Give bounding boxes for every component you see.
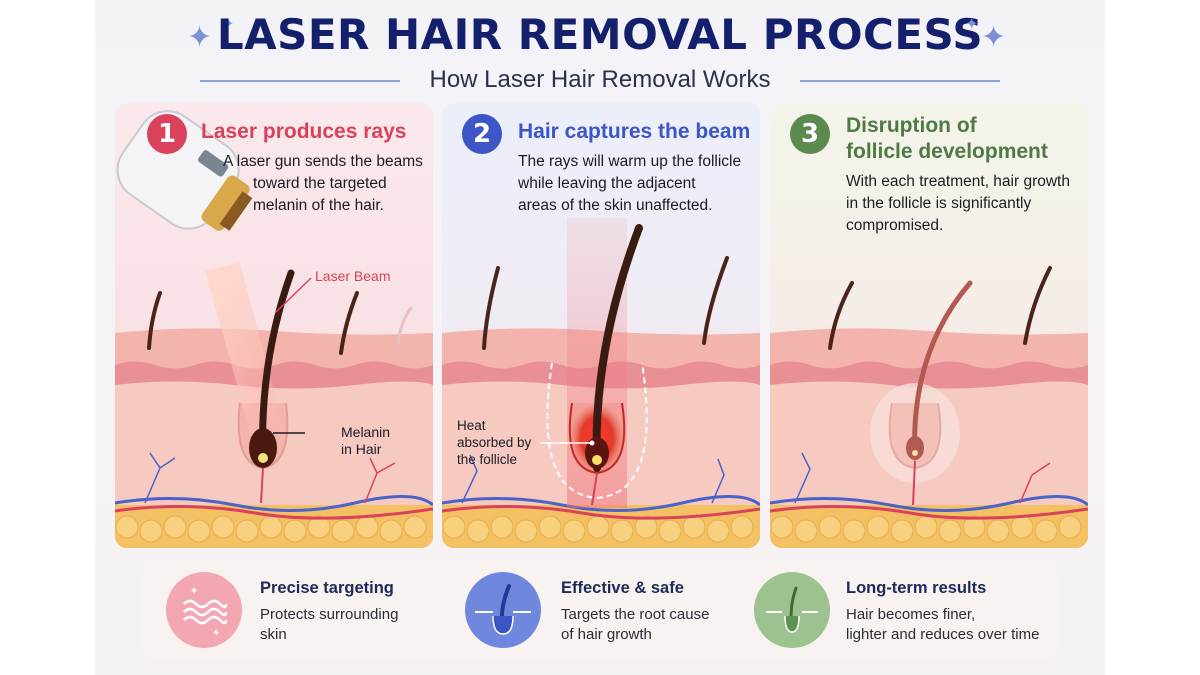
feature-1-description: Protects surrounding skin: [260, 605, 470, 645]
svg-text:✦: ✦: [190, 586, 198, 597]
step-1-title: Laser produces rays: [201, 120, 407, 143]
step-3-title: Disruption of follicle development: [846, 113, 1048, 165]
svg-text:✦: ✦: [212, 628, 220, 639]
step-3-description-line-1: With each treatment, hair growth: [846, 173, 1070, 190]
step-3-title-line-1: Disruption of: [846, 114, 977, 137]
step-1-description: A laser gun sends the beams toward the t…: [223, 151, 423, 217]
step-1-illustration: Laser Beam Melanin in Hair: [115, 110, 433, 548]
feature-3-description-line-1: Hair becomes finer,: [846, 606, 976, 623]
melanin-label-line-1: Melanin: [341, 424, 390, 440]
page-title: LASER HAIR REMOVAL PROCESS: [216, 10, 984, 59]
page-subtitle: How Laser Hair Removal Works: [429, 66, 771, 93]
feature-3-title: Long-term results: [846, 579, 987, 597]
step-panel-1: Laser Beam Melanin in Hair 1 Laser produ…: [115, 103, 433, 548]
step-3-description: With each treatment, hair growth in the …: [846, 171, 1070, 237]
subtitle-divider-right: [800, 80, 1000, 82]
thin-hair-icon: [754, 572, 830, 648]
heat-label-line-3: the follicle: [457, 452, 517, 467]
step-3-illustration: [770, 266, 1088, 548]
sparkle-left-large-icon: ✦: [187, 21, 213, 54]
heat-label-line-1: Heat: [457, 418, 486, 433]
waves-sparkle-icon: ✦ ✦: [166, 572, 242, 648]
sparkle-right-small-icon: ✦: [965, 16, 979, 33]
step-2-title: Hair captures the beam: [518, 120, 751, 143]
step-1-description-line-3: melanin of the hair.: [253, 197, 384, 214]
feature-1-title: Precise targeting: [260, 579, 394, 597]
feature-1-description-line-2: skin: [260, 626, 287, 643]
step-1-badge: 1: [147, 114, 187, 154]
melanin-label-line-2: in Hair: [341, 441, 382, 457]
subtitle-row: How Laser Hair Removal Works: [95, 64, 1105, 96]
step-2-description-line-3: areas of the skin unaffected.: [518, 197, 713, 214]
step-panel-2: Heat absorbed by the follicle 2 Hair cap…: [442, 103, 760, 548]
feature-2-description-line-1: Targets the root cause: [561, 606, 710, 623]
infographic-page: ✦ ✦ LASER HAIR REMOVAL PROCESS ✦ ✦ How L…: [95, 0, 1105, 675]
feature-3-description-line-2: lighter and reduces over time: [846, 626, 1040, 643]
subtitle-divider-left: [200, 80, 400, 82]
hair-root-icon: [465, 572, 541, 648]
step-2-description: The rays will warm up the follicle while…: [518, 151, 741, 217]
step-2-illustration: Heat absorbed by the follicle: [442, 218, 760, 548]
sparkle-right-large-icon: ✦: [981, 21, 1007, 54]
sparkle-left-small-icon: ✦: [221, 16, 235, 33]
heat-label-line-2: absorbed by: [457, 435, 532, 450]
features-bar: ✦ ✦ Precise targeting Protects surroundi…: [140, 560, 1060, 660]
feature-2-description: Targets the root cause of hair growth: [561, 605, 771, 645]
feature-2-title: Effective & safe: [561, 579, 684, 597]
step-panel-3: 3 Disruption of follicle development Wit…: [770, 103, 1088, 548]
step-1-description-line-1: A laser gun sends the beams: [223, 153, 423, 170]
step-3-title-line-2: follicle development: [846, 140, 1048, 163]
step-2-description-line-1: The rays will warm up the follicle: [518, 153, 742, 170]
step-3-badge: 3: [790, 114, 830, 154]
feature-1-description-line-1: Protects surrounding: [260, 606, 399, 623]
step-3-description-line-3: compromised.: [846, 217, 944, 234]
feature-3-description: Hair becomes finer, lighter and reduces …: [846, 605, 1056, 645]
laser-beam-leader: [274, 277, 312, 314]
step-1-description-line-2: toward the targeted: [253, 175, 387, 192]
laser-beam-label: Laser Beam: [315, 268, 390, 284]
step-3-description-line-2: in the follicle is significantly: [846, 195, 1032, 212]
step-2-badge: 2: [462, 114, 502, 154]
feature-2-description-line-2: of hair growth: [561, 626, 652, 643]
step-2-description-line-2: while leaving the adjacent: [518, 175, 696, 192]
